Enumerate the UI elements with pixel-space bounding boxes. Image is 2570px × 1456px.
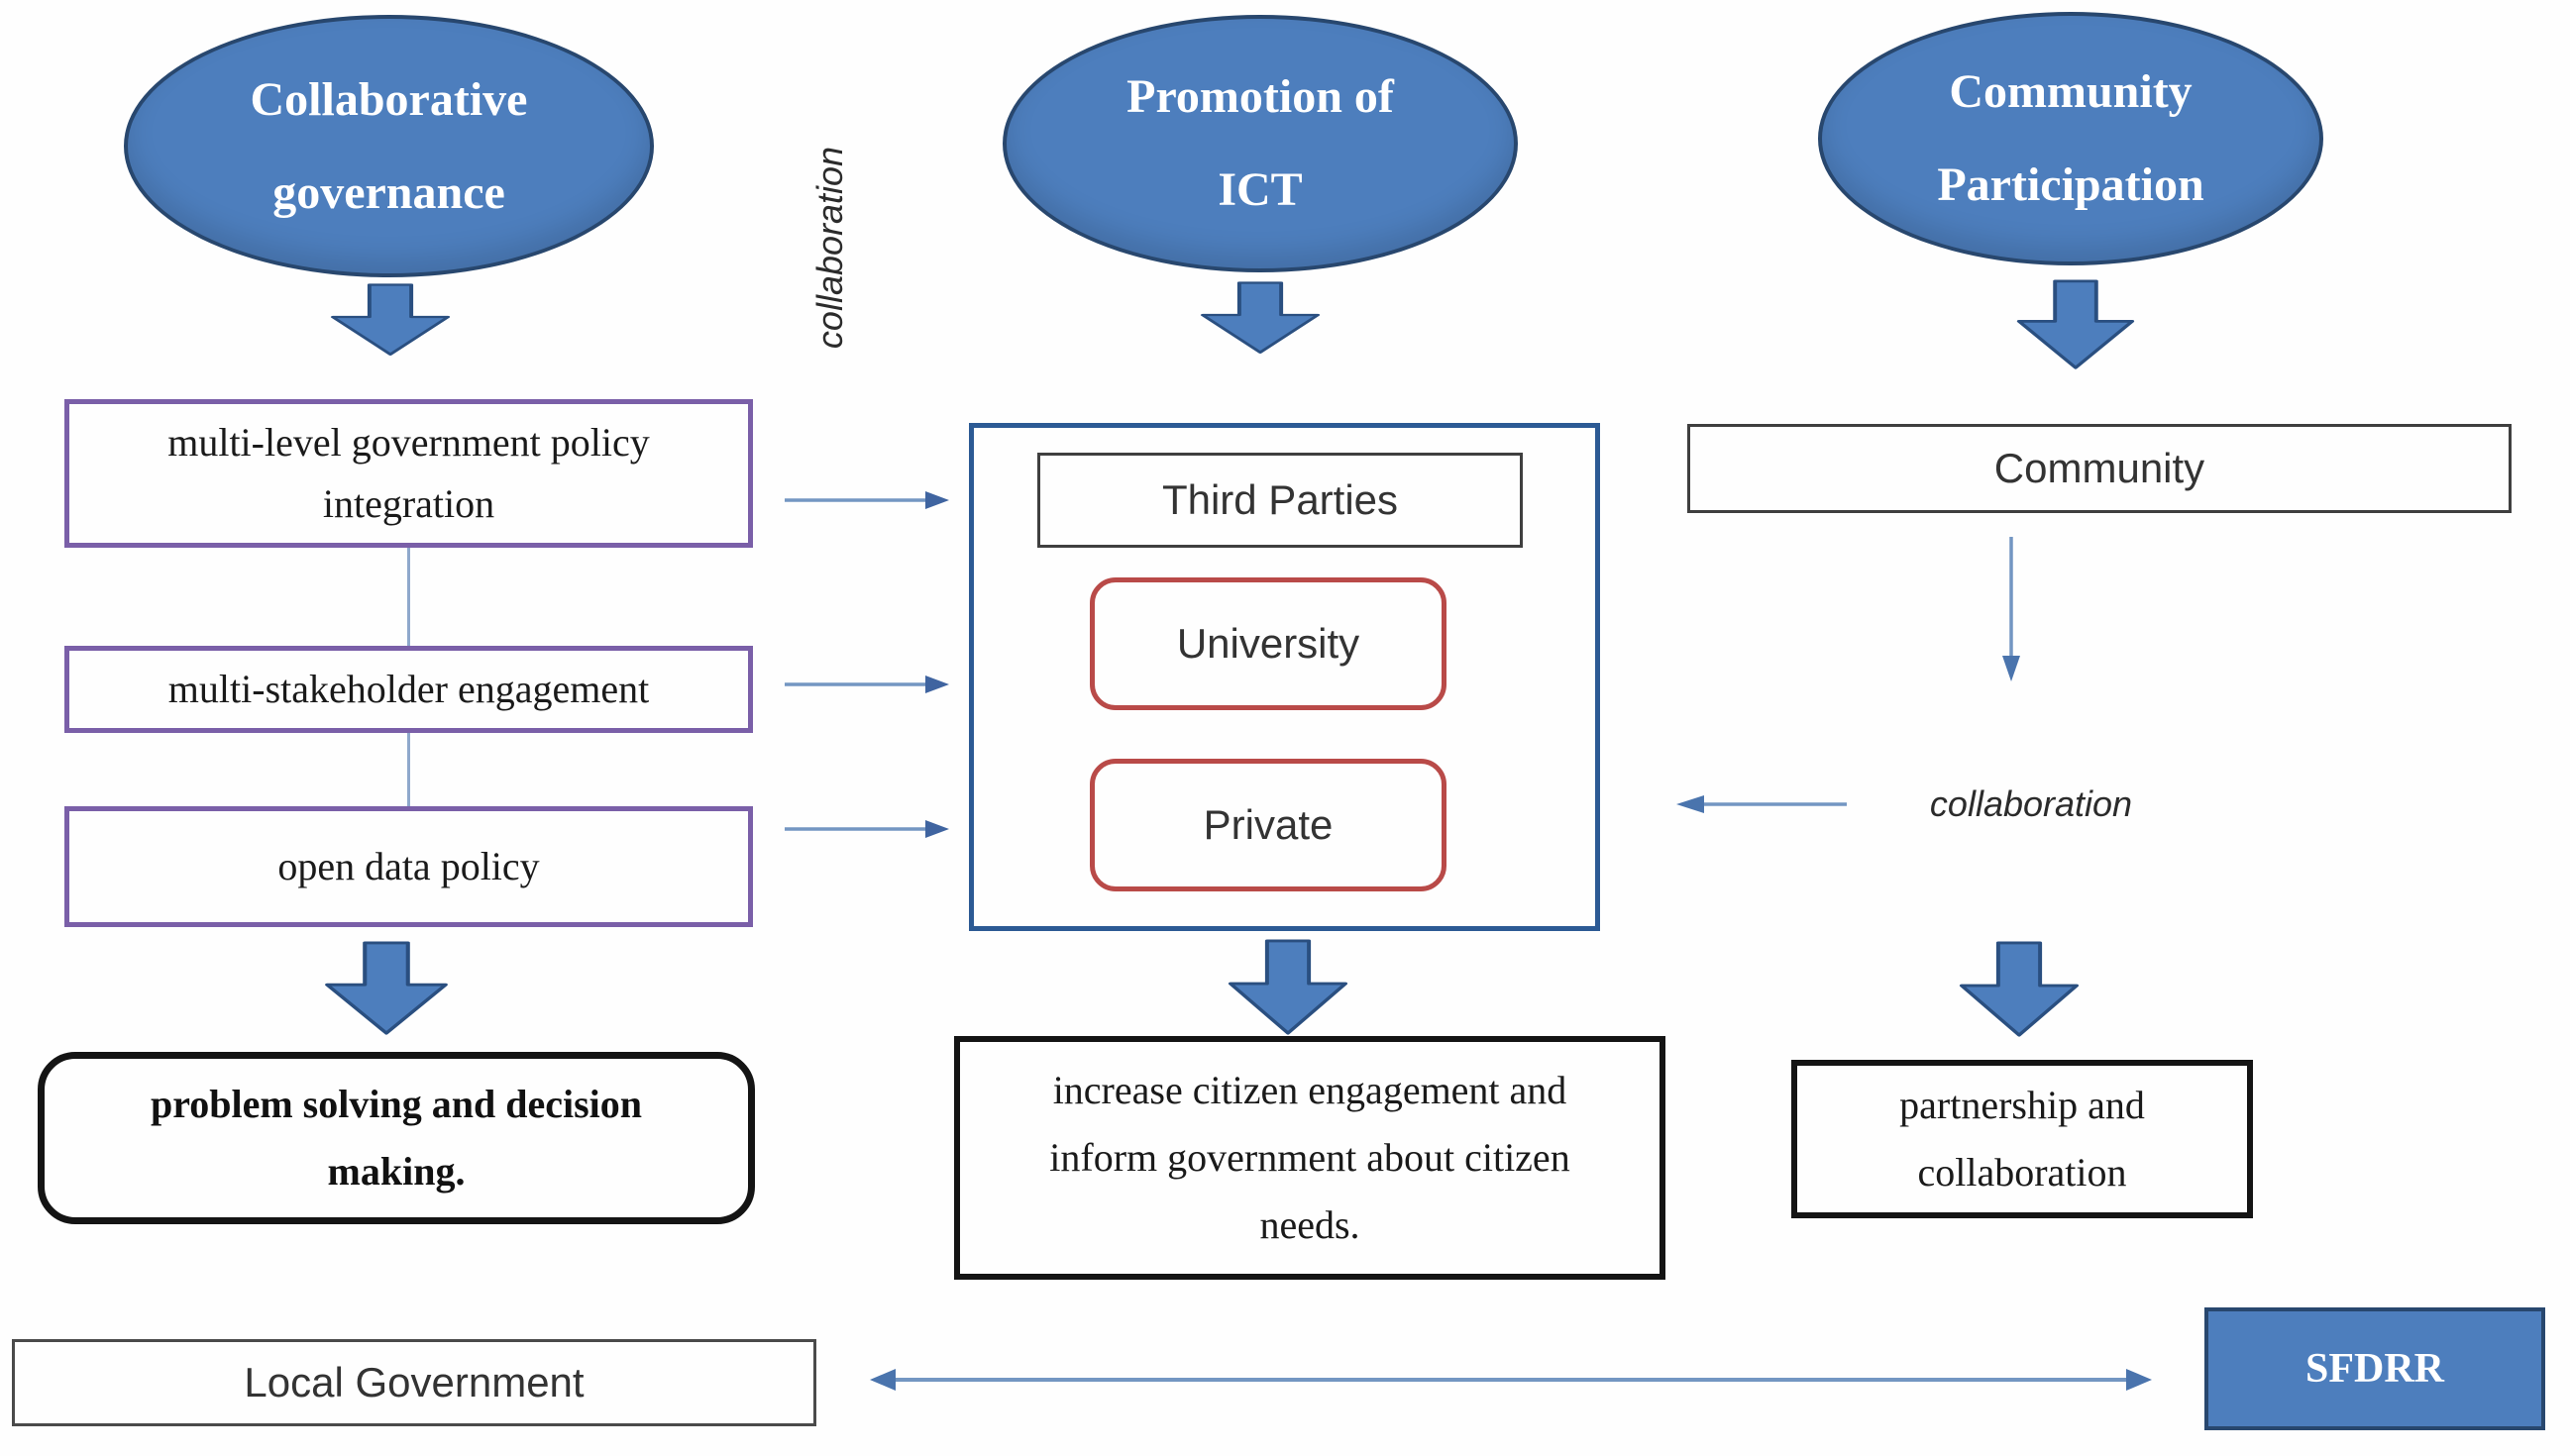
sfdrr-box: SFDRR	[2204, 1307, 2545, 1430]
community-participation-ellipse: Community Participation	[1818, 12, 2323, 265]
promotion-ict-ellipse: Promotion of ICT	[1003, 15, 1518, 272]
outcome-label-line: problem solving and decision	[150, 1082, 643, 1126]
collaborative-governance-ellipse: Collaborative governance	[124, 15, 654, 277]
box-label: Local Government	[244, 1359, 585, 1405]
box-label: multi-stakeholder engagement	[167, 667, 650, 711]
collaboration-label: collaboration	[1929, 783, 2133, 824]
local-government-box: Local Government	[12, 1339, 816, 1426]
down-block-arrow	[2016, 279, 2135, 369]
outcome-label-line: needs.	[1259, 1202, 1360, 1247]
box-label-line: integration	[322, 481, 495, 526]
down-block-arrow	[325, 941, 448, 1035]
flow-arrow-right-icon	[785, 820, 949, 838]
ellipse-label-line: Participation	[1937, 158, 2204, 211]
ellipse-label-line: ICT	[1218, 163, 1303, 216]
down-block-arrow	[1200, 281, 1321, 354]
box-label: Third Parties	[1161, 476, 1399, 523]
partnership-box: partnership and collaboration	[1791, 1060, 2253, 1218]
university-box: University	[1090, 577, 1446, 710]
private-box: Private	[1090, 759, 1446, 891]
connector-line	[407, 733, 410, 806]
flow-arrow-right-icon	[785, 491, 949, 509]
box-label-line: multi-level government policy	[167, 420, 650, 465]
third-parties-box: Third Parties	[1037, 453, 1523, 548]
multi-stakeholder-box: multi-stakeholder engagement	[64, 646, 753, 733]
box-label: University	[1176, 620, 1360, 667]
open-data-policy-box: open data policy	[64, 806, 753, 927]
flow-arrow-down-icon	[2002, 537, 2020, 681]
flow-arrow-left-icon	[1676, 795, 1847, 813]
problem-solving-box: problem solving and decision making.	[38, 1052, 755, 1224]
ellipse-label-line: Collaborative	[250, 72, 528, 126]
box-label: open data policy	[277, 844, 540, 888]
vertical-collaboration-label: collaboration	[809, 146, 850, 350]
down-block-arrow	[1228, 939, 1348, 1035]
community-box: Community	[1687, 424, 2512, 513]
outcome-label-line: making.	[327, 1149, 466, 1194]
outcome-label-line: collaboration	[1917, 1150, 2127, 1195]
ellipse-label-line: Community	[1949, 65, 2193, 119]
increase-citizen-box: increase citizen engagement and inform g…	[954, 1036, 1665, 1280]
outcome-label-line: inform government about citizen	[1049, 1135, 1570, 1180]
box-label: Community	[1993, 445, 2205, 491]
box-label: SFDRR	[2304, 1346, 2444, 1392]
flow-arrow-right-icon	[785, 676, 949, 693]
box-label: Private	[1203, 801, 1334, 848]
down-block-arrow	[1959, 941, 2080, 1037]
outcome-label-line: increase citizen engagement and	[1052, 1068, 1567, 1112]
down-block-arrow	[330, 283, 451, 356]
ellipse-label-line: Promotion of	[1126, 70, 1394, 124]
double-headed-arrow-icon	[870, 1369, 2152, 1391]
connector-line	[407, 548, 410, 646]
ellipse-label-line: governance	[272, 165, 505, 219]
multi-level-policy-box: multi-level government policy integratio…	[64, 399, 753, 548]
outcome-label-line: partnership and	[1899, 1083, 2145, 1127]
